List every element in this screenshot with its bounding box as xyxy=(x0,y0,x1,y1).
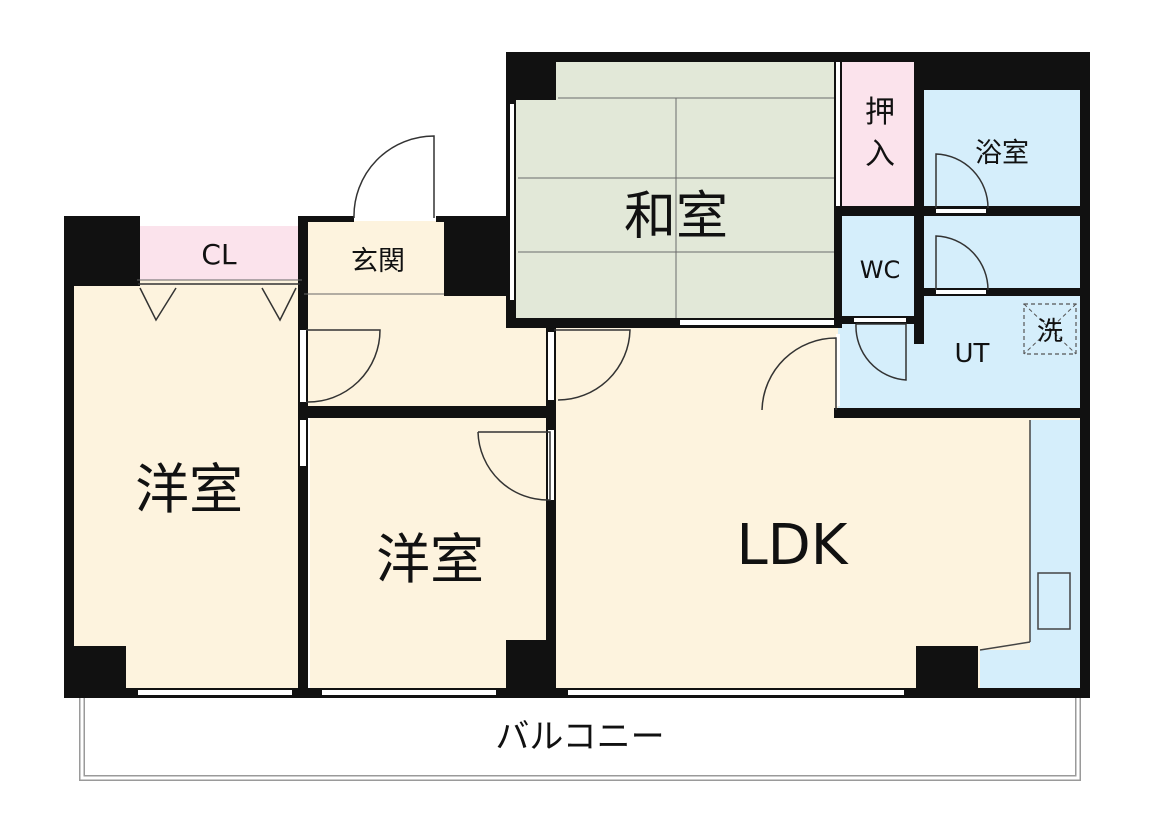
kitchen-counter-lower xyxy=(980,650,1082,692)
tatami-lines xyxy=(518,97,836,318)
room-label-bath: 浴室 xyxy=(975,138,1029,169)
room-label-ldk: LDK xyxy=(736,513,848,578)
windows xyxy=(138,62,986,695)
room-label-western-center: 洋室 xyxy=(376,528,484,591)
closet-floor xyxy=(137,226,302,280)
bath-floor xyxy=(920,88,1082,208)
room-label-oshiire-bottom: 入 xyxy=(865,137,895,172)
washroom-floor xyxy=(920,210,1082,292)
kitchen-counter xyxy=(1030,420,1082,692)
kitchen-sink-icon xyxy=(1037,572,1071,630)
oshiire-floor xyxy=(842,58,920,206)
balcony-label: バルコニー xyxy=(495,717,664,757)
room-label-closet: CL xyxy=(201,238,237,271)
room-label-western-left: 洋室 xyxy=(135,458,243,521)
room-label-wc: WC xyxy=(860,256,901,284)
washer-space-icon xyxy=(1023,303,1077,355)
sliding-door-icon xyxy=(138,283,300,322)
balcony xyxy=(79,695,1081,781)
room-label-oshiire-top: 押 xyxy=(865,95,895,130)
room-label-japanese: 和室 xyxy=(624,187,728,247)
room-label-washer: 洗 xyxy=(1037,317,1063,347)
utility-floor xyxy=(838,292,1082,414)
western-room-left-floor xyxy=(70,280,304,692)
room-label-utility: UT xyxy=(955,339,990,369)
entrance-floor xyxy=(304,218,464,294)
room-label-entrance: 玄関 xyxy=(351,246,405,277)
door-swing-icon xyxy=(305,135,989,501)
